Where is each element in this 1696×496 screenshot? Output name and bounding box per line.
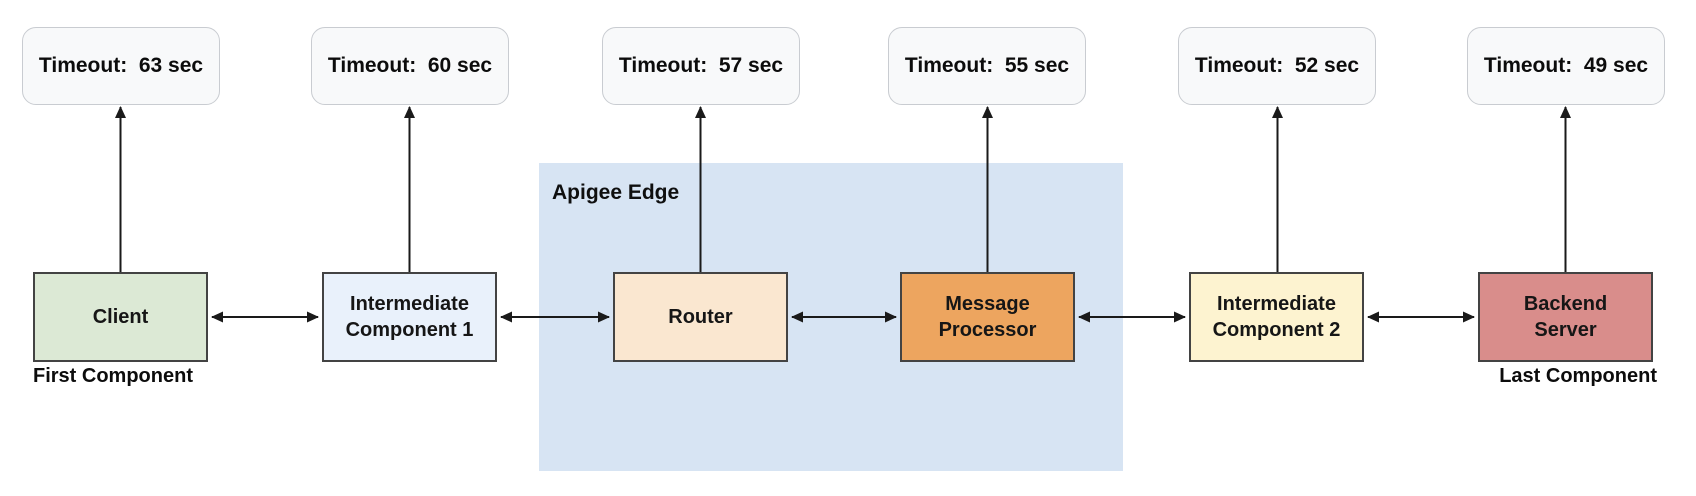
node-router: Router [613,272,788,362]
node-intermediate-1: Intermediate Component 1 [322,272,497,362]
timeout-callout-backend-server: Timeout: 49 sec [1467,27,1665,105]
timeout-callout-client: Timeout: 63 sec [22,27,220,105]
first-component-label: First Component [33,365,193,387]
timeout-callout-intermediate-2: Timeout: 52 sec [1178,27,1376,105]
timeout-callout-message-processor: Timeout: 55 sec [888,27,1086,105]
node-client: Client [33,272,208,362]
apigee-edge-label: Apigee Edge [552,181,680,204]
last-component-label: Last Component [1499,365,1657,387]
timeout-callout-intermediate-1: Timeout: 60 sec [311,27,509,105]
node-backend-server: Backend Server [1478,272,1653,362]
timeout-callout-router: Timeout: 57 sec [602,27,800,105]
node-message-processor: Message Processor [900,272,1075,362]
node-intermediate-2: Intermediate Component 2 [1189,272,1364,362]
